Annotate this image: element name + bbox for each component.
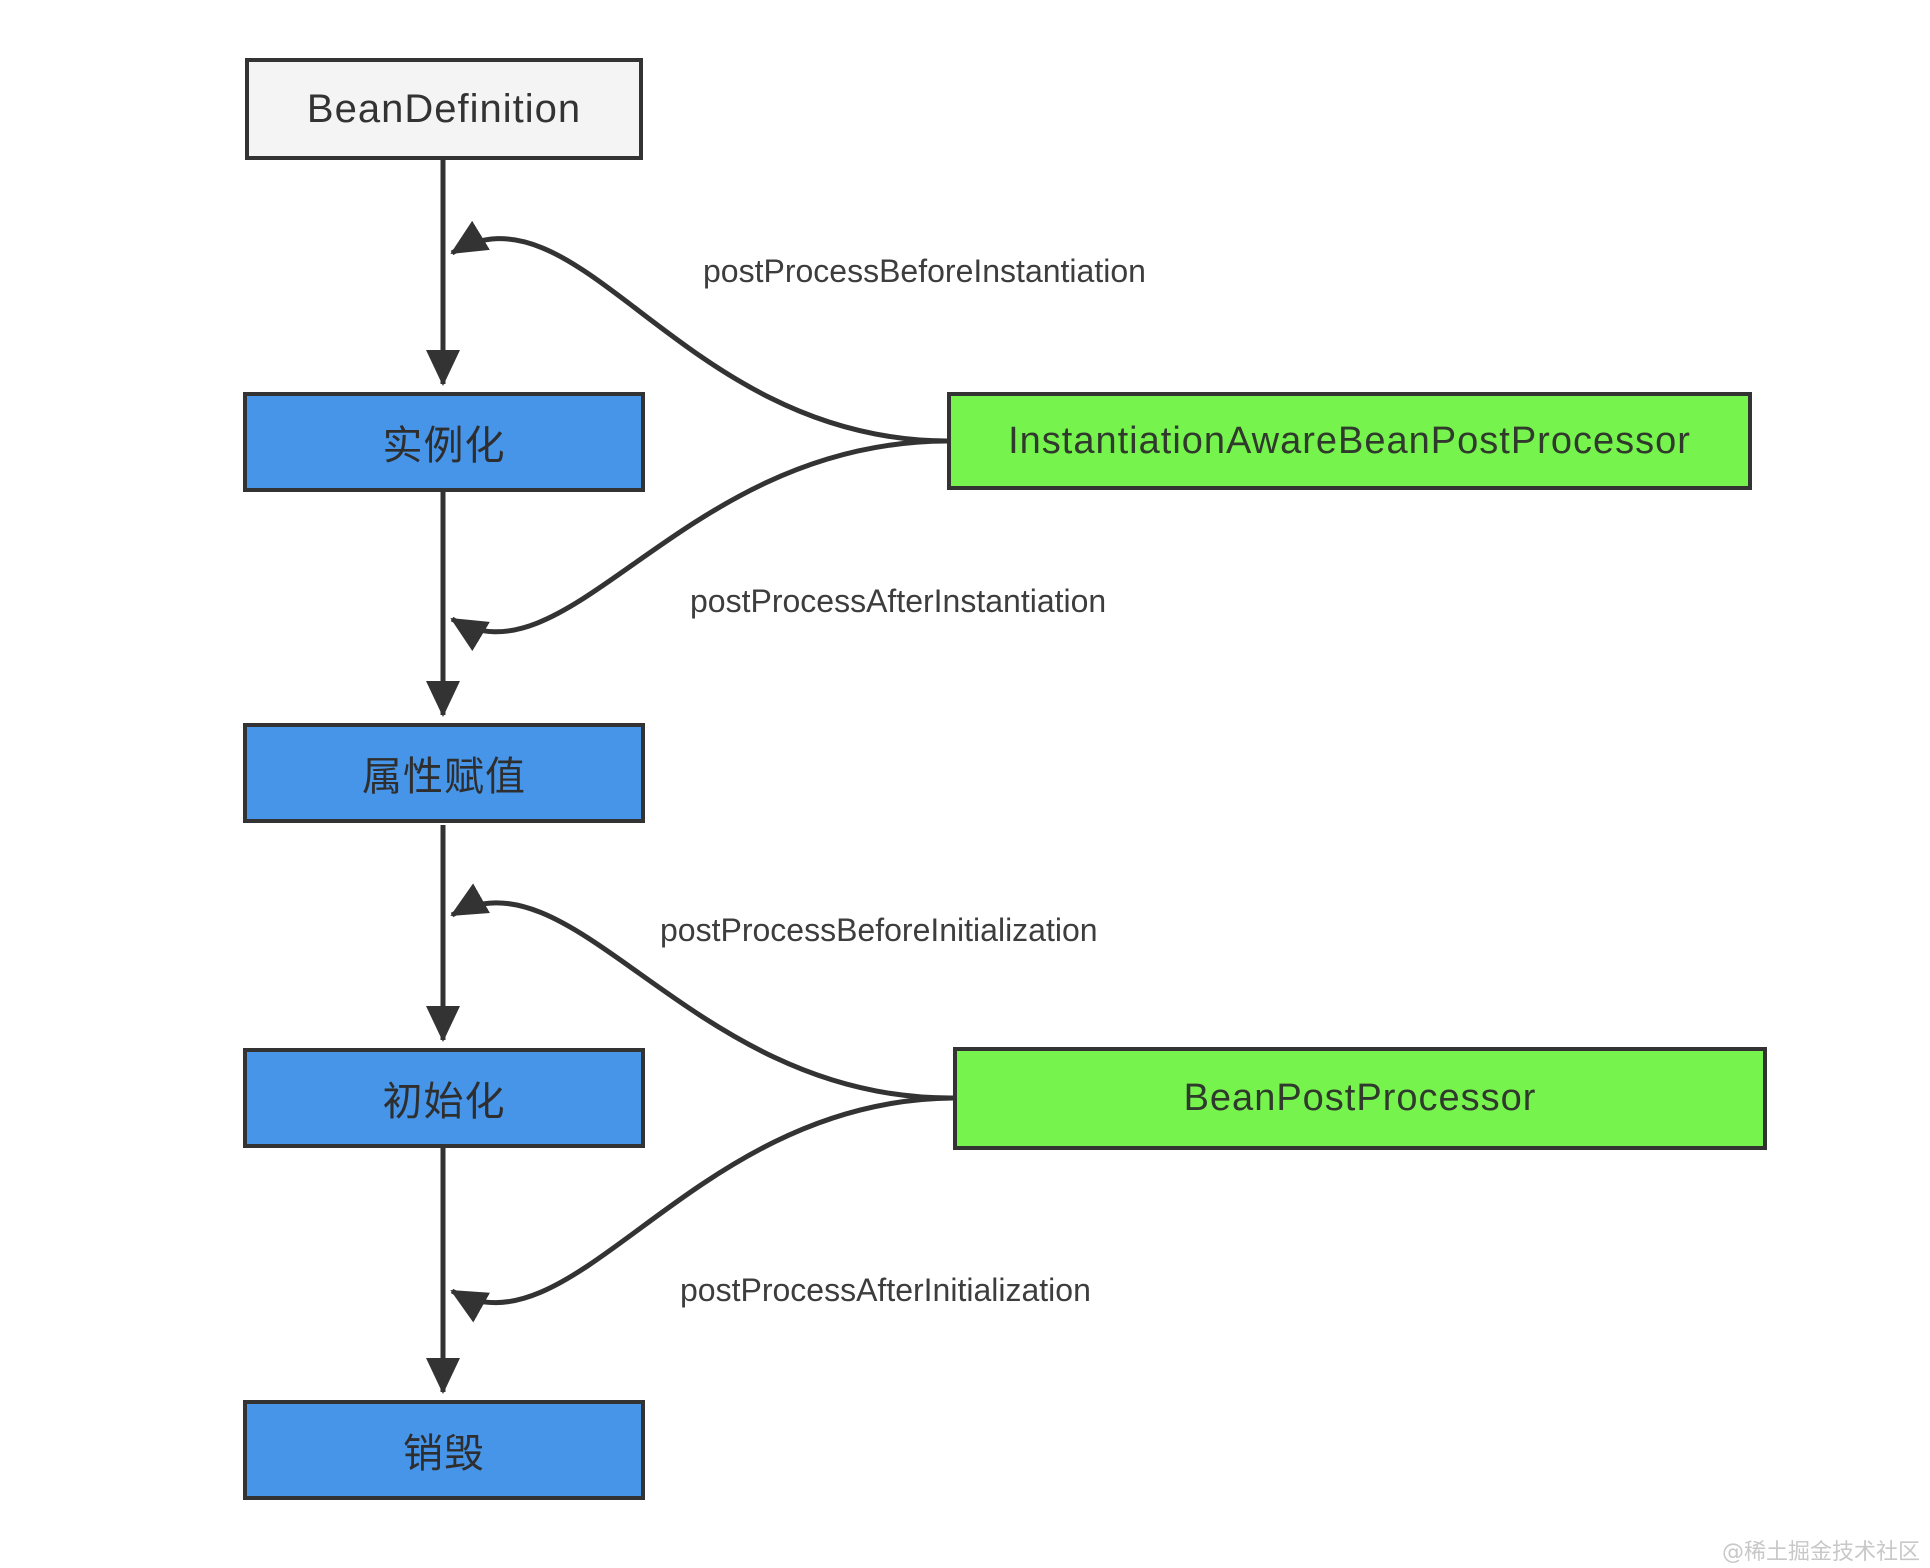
node-property-assignment: 属性赋值 <box>243 723 645 823</box>
node-initialization: 初始化 <box>243 1048 645 1148</box>
edge-label-post-process-before-instantiation: postProcessBeforeInstantiation <box>703 253 1146 289</box>
node-initialization-label: 初始化 <box>382 1080 506 1124</box>
watermark: @稀土掘金技术社区 <box>1721 1540 1920 1565</box>
node-instantiation-aware-bean-post-processor: InstantiationAwareBeanPostProcessor <box>947 392 1752 490</box>
edge-label-post-process-before-initialization: postProcessBeforeInitialization <box>660 912 1098 948</box>
curve-after-instantiation <box>450 438 948 652</box>
curve-before-initialization <box>450 883 954 1101</box>
curve-after-initialization <box>450 1095 954 1323</box>
edge-label-post-process-after-instantiation: postProcessAfterInstantiation <box>690 583 1107 619</box>
edge-label-post-process-after-initialization: postProcessAfterInitialization <box>680 1272 1091 1308</box>
node-instantiation-aware-bean-post-processor-label: InstantiationAwareBeanPostProcessor <box>1008 419 1691 462</box>
node-bean-post-processor: BeanPostProcessor <box>953 1047 1767 1150</box>
curve-before-instantiation <box>450 220 948 444</box>
node-property-assignment-label: 属性赋值 <box>362 755 526 799</box>
node-bean-definition: BeanDefinition <box>245 58 643 160</box>
node-instantiation-label: 实例化 <box>382 424 506 468</box>
node-destruction-label: 销毁 <box>403 1432 485 1476</box>
node-destruction: 销毁 <box>243 1400 645 1500</box>
node-bean-definition-label: BeanDefinition <box>306 86 582 131</box>
node-instantiation: 实例化 <box>243 392 645 492</box>
node-bean-post-processor-label: BeanPostProcessor <box>1183 1077 1537 1119</box>
